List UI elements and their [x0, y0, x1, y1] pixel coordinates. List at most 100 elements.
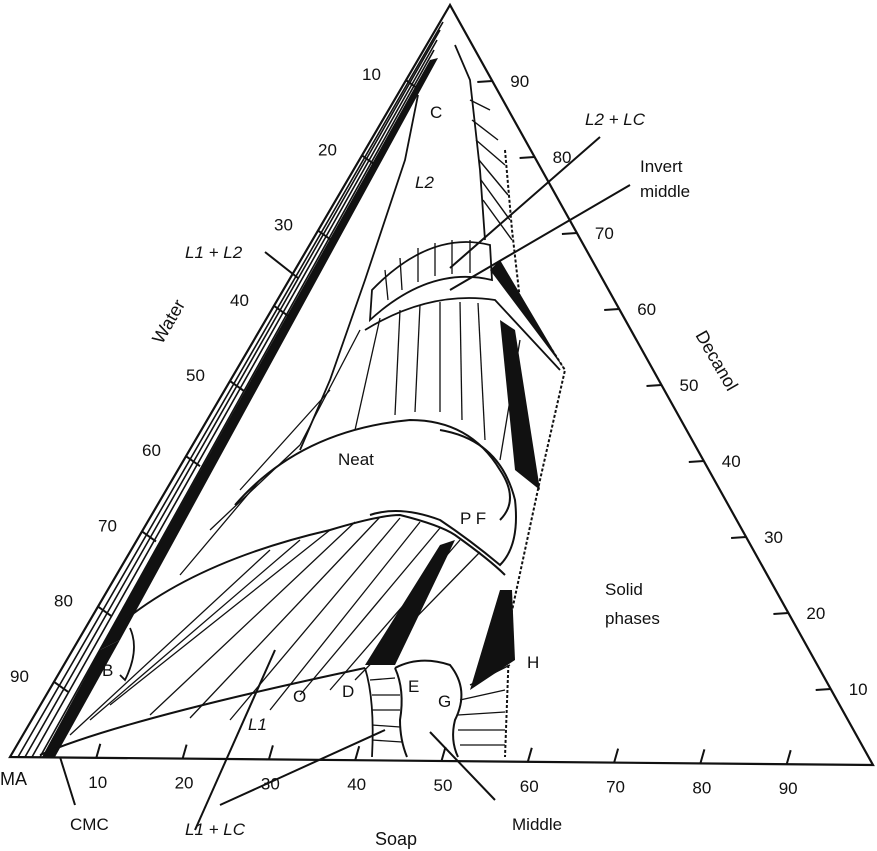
soap-tick-label: 50	[434, 776, 453, 795]
decanol-tick	[519, 156, 535, 159]
label-d: D	[342, 682, 354, 701]
soap-tick-label: 70	[606, 778, 625, 797]
decanol-tick	[477, 80, 493, 83]
water-tick	[229, 380, 245, 392]
label-h: H	[527, 653, 539, 672]
label-l2: L2	[415, 173, 434, 192]
label-l2-lc: L2 + LC	[585, 110, 646, 129]
water-tick	[185, 455, 201, 468]
water-tick-label: 70	[98, 516, 117, 535]
decanol-tick-label: 50	[680, 376, 699, 395]
label-l1-l2: L1 + L2	[185, 243, 243, 262]
water-tick-label: 60	[142, 441, 161, 460]
label-pf: P F	[460, 509, 486, 528]
pf-region	[369, 429, 517, 567]
l1-black-band-2	[42, 640, 120, 757]
black-wedge-h	[470, 590, 515, 690]
decanol-tick-label: 40	[722, 452, 741, 471]
label-solid: Solid	[605, 580, 643, 599]
water-axis-title: Water	[148, 296, 189, 347]
soap-tick	[785, 749, 792, 765]
label-c: C	[430, 103, 442, 122]
water-tick-label: 90	[10, 667, 29, 686]
decanol-tick-label: 70	[595, 224, 614, 243]
decanol-tick	[773, 612, 789, 615]
soap-tick-label: 20	[175, 774, 194, 793]
decanol-side-hatch	[469, 99, 513, 241]
l2-boundary-right	[454, 44, 486, 241]
origin-label: MA	[0, 769, 27, 789]
label-middle-invert: middle	[640, 182, 690, 201]
decanol-tick	[561, 232, 577, 235]
soap-tick	[95, 743, 102, 759]
label-e: E	[408, 677, 419, 696]
decanol-tick-label: 20	[806, 604, 825, 623]
soap-tick	[613, 748, 620, 763]
d-region	[364, 667, 374, 758]
l1-black-band	[100, 58, 438, 650]
water-tick	[361, 154, 377, 167]
label-invert: Invert	[640, 157, 683, 176]
water-tick	[53, 680, 69, 693]
e-region	[394, 659, 463, 758]
label-l1: L1	[248, 715, 267, 734]
l1-lc-region	[124, 513, 506, 621]
water-tick-label: 40	[230, 291, 249, 310]
label-b: B	[102, 661, 113, 680]
label-neat: Neat	[338, 450, 374, 469]
label-l1-lc: L1 + LC	[185, 820, 246, 839]
soap-tick	[699, 749, 706, 764]
l2-boundary-left	[299, 94, 419, 451]
leader-lines	[59, 136, 631, 831]
soap-axis-title: Soap	[375, 829, 417, 849]
water-side-bands	[17, 21, 444, 758]
soap-tick-label: 80	[692, 778, 711, 797]
decanol-tick	[646, 384, 662, 387]
neat-region	[234, 418, 511, 521]
l2-lc-band	[368, 241, 493, 323]
water-tick-label: 30	[274, 216, 293, 235]
black-wedge-mid	[500, 320, 540, 490]
label-cmc: CMC	[70, 815, 109, 834]
solid-phase-boundary	[504, 149, 567, 758]
decanol-tick	[815, 688, 831, 691]
label-middle: Middle	[512, 815, 562, 834]
black-wedge-upper	[490, 260, 565, 370]
water-tick-label: 10	[362, 65, 381, 84]
decanol-tick-label: 90	[510, 72, 529, 91]
soap-tick-label: 90	[779, 779, 798, 798]
decanol-tick	[604, 308, 620, 311]
decanol-tick-label: 80	[553, 148, 572, 167]
soap-tick-label: 10	[88, 773, 107, 792]
label-o: O	[293, 687, 306, 706]
decanol-tick-label: 60	[637, 300, 656, 319]
water-tick	[405, 79, 421, 92]
soap-tick-label: 30	[261, 774, 280, 793]
water-tick-label: 50	[186, 366, 205, 385]
soap-tick	[267, 745, 274, 760]
water-tick	[141, 530, 157, 543]
label-phases: phases	[605, 609, 660, 628]
water-tick	[273, 304, 289, 317]
soap-tick	[354, 745, 361, 761]
decanol-tick	[731, 536, 747, 539]
soap-tick	[526, 747, 533, 763]
decanol-axis-title: Decanol	[692, 327, 742, 394]
label-g: G	[438, 692, 451, 711]
l2-lc-hatch	[384, 240, 471, 301]
soap-tick	[181, 744, 188, 759]
water-tick-label: 20	[318, 140, 337, 159]
b-lobe	[119, 627, 135, 682]
bottom-hatch	[369, 664, 511, 746]
l1-boundary	[39, 667, 366, 756]
decanol-tick-label: 10	[849, 680, 868, 699]
neat-hatch	[354, 301, 521, 461]
water-tick	[317, 229, 333, 242]
soap-tick-label: 60	[520, 777, 539, 796]
neat-upper-boundary	[364, 297, 561, 371]
water-tick	[97, 605, 113, 618]
soap-tick	[440, 746, 447, 762]
decanol-tick	[688, 460, 704, 463]
decanol-tick-label: 30	[764, 528, 783, 547]
